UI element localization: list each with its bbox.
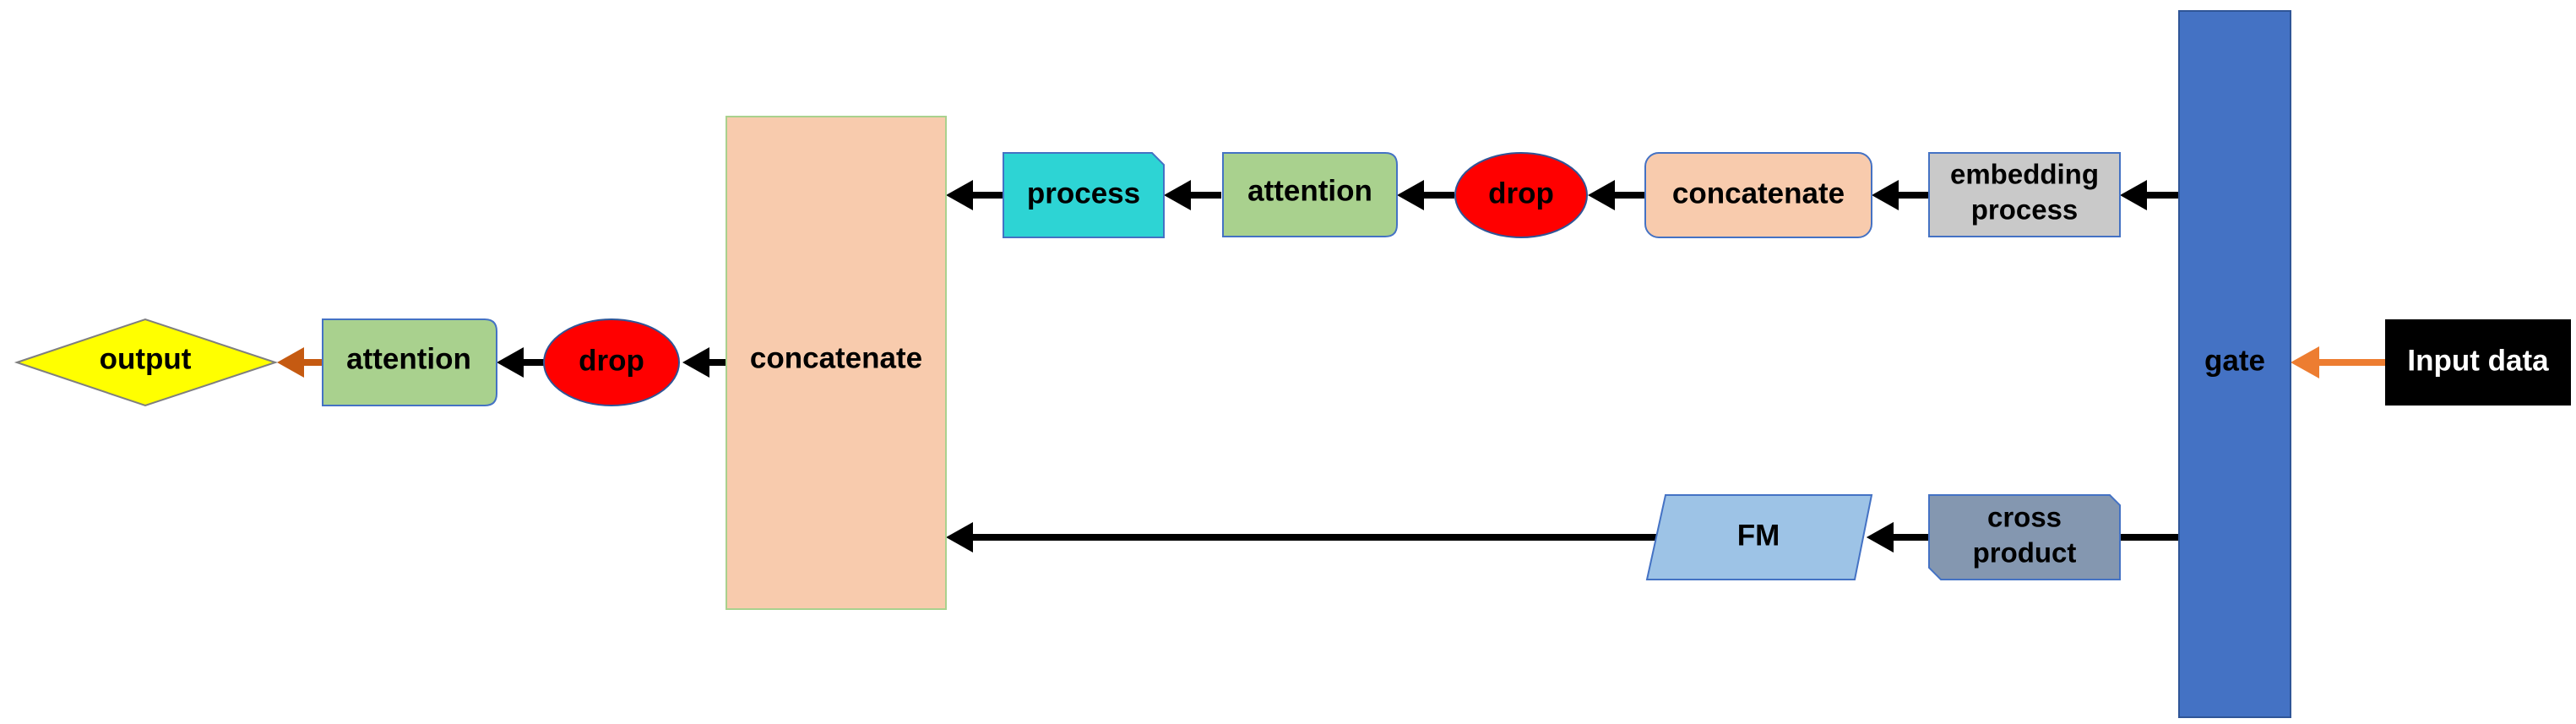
output-node: output — [14, 318, 279, 407]
arrow-input-to-gate — [2291, 346, 2385, 378]
arrow-concatenate-to-drop — [1588, 180, 1645, 210]
input-data-label: Input data — [2407, 344, 2549, 377]
arrow-attention-to-output — [277, 347, 323, 378]
cross-product-label-line1: cross — [1987, 502, 2062, 533]
drop-output-label: drop — [579, 344, 644, 377]
drop-output-node: drop — [543, 318, 680, 406]
drop-top-node: drop — [1454, 152, 1588, 238]
fm-label: FM — [1737, 519, 1780, 552]
arrow-process-to-main-concatenate — [946, 180, 1003, 210]
arrow-attention-to-process — [1164, 180, 1221, 210]
attention-top-label: attention — [1247, 174, 1372, 207]
arrow-fm-to-main-concatenate — [946, 522, 1657, 553]
embedding-process-label-line1: embedding — [1950, 159, 2099, 190]
arrow-drop-to-attention — [1397, 180, 1454, 210]
attention-top-node: attention — [1222, 152, 1398, 237]
cross-product-label-line2: product — [1973, 537, 2077, 569]
drop-top-label: drop — [1488, 177, 1554, 210]
embedding-process-label-line2: process — [1971, 194, 2079, 226]
arrow-drop-to-attention-out — [497, 347, 544, 378]
concatenate-top-label: concatenate — [1672, 177, 1845, 210]
arrow-embedding-to-concatenate — [1872, 180, 1929, 210]
concatenate-main-label: concatenate — [750, 341, 922, 374]
process-node: process — [1003, 152, 1165, 238]
arrow-cross-product-to-fm — [1867, 522, 1929, 553]
arrow-gate-to-embedding — [2120, 180, 2179, 210]
arrow-concatenate-to-drop-out — [682, 347, 726, 378]
concatenate-main-node: concatenate — [726, 116, 947, 610]
process-label: process — [1027, 177, 1140, 210]
attention-output-label: attention — [346, 342, 471, 375]
cross-product-node: cross product — [1928, 494, 2121, 580]
gate-node: gate — [2178, 10, 2291, 718]
concatenate-top-node: concatenate — [1644, 152, 1872, 238]
gate-label: gate — [2204, 344, 2265, 377]
output-label: output — [100, 342, 192, 375]
attention-output-node: attention — [322, 318, 497, 406]
embedding-process-node: embedding process — [1928, 152, 2121, 237]
fm-node: FM — [1645, 494, 1873, 580]
input-data-node: Input data — [2385, 319, 2571, 406]
